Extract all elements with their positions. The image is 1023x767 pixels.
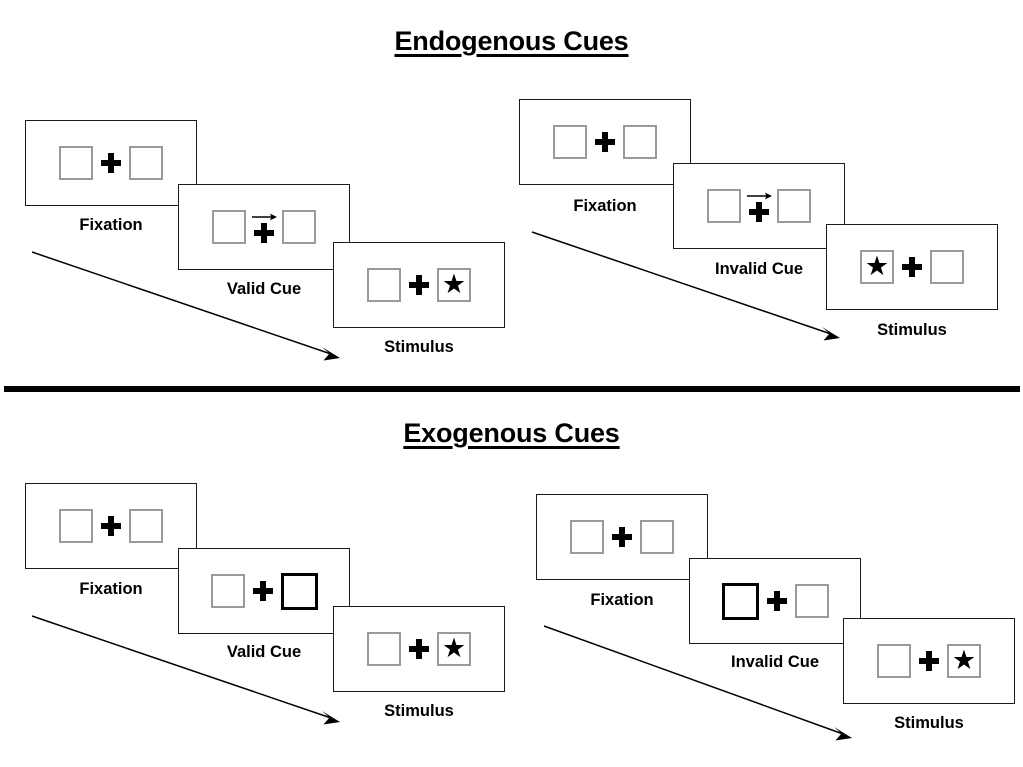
panel-endo-invalid-cue [673,163,845,249]
panel-endo-invalid-fixation [519,99,691,185]
time-arrow-exogenous-valid [31,615,340,725]
panel-exo-valid-stimulus: ★ [333,606,505,692]
centre-stack [911,651,947,671]
panel-endo-valid-cue [178,184,350,270]
star-stimulus-icon: ★ [951,644,977,675]
time-arrow-exogenous-invalid [543,625,852,741]
caption-endo-invalid-stimulus: Stimulus [877,321,947,339]
panel-endo-invalid-stimulus: ★ [826,224,998,310]
star-stimulus-icon: ★ [441,268,467,299]
caption-endo-valid-cue: Valid Cue [226,280,302,298]
centre-stack [604,527,640,547]
panel-inner: ★ [844,619,1014,703]
panel-inner [179,549,349,633]
caption-exo-valid-fixation: Fixation [79,580,143,598]
fixation-cross-icon [767,591,787,611]
panel-inner: ★ [334,243,504,327]
panel-inner [26,121,196,205]
fixation-cross-icon [919,651,939,671]
placeholder-box-right [129,146,163,180]
cue-arrow-right-icon [252,213,277,220]
panel-exo-invalid-stimulus: ★ [843,618,1015,704]
placeholder-box-right [129,509,163,543]
fixation-cross-icon [749,202,769,222]
placeholder-box-left [877,644,911,678]
centre-stack [401,275,437,295]
centre-stack [759,591,795,611]
cue-arrow-right-icon [747,192,772,199]
placeholder-box-left [59,509,93,543]
placeholder-box-right [777,189,811,223]
time-arrow-endogenous-invalid [531,231,840,341]
placeholder-box-right-cued [280,572,318,610]
fixation-cross-icon [101,516,121,536]
placeholder-box-left: ★ [860,250,894,284]
centre-stack [93,516,129,536]
section-title-exogenous: Exogenous Cues [403,418,620,448]
centre-stack [401,639,437,659]
caption-exo-invalid-stimulus: Stimulus [894,714,964,732]
panel-endo-valid-fixation [25,120,197,206]
panel-inner [179,185,349,269]
panel-inner: ★ [827,225,997,309]
panel-inner [26,484,196,568]
fixation-cross-icon [595,132,615,152]
caption-endo-valid-stimulus: Stimulus [384,338,454,356]
star-stimulus-icon: ★ [864,250,890,281]
panel-inner [674,164,844,248]
fixation-cross-icon [409,275,429,295]
placeholder-box-left [707,189,741,223]
panel-inner [690,559,860,643]
caption-endo-valid-fixation: Fixation [79,216,143,234]
caption-endo-invalid-cue: Invalid Cue [714,260,804,278]
centre-stack [894,257,930,277]
section-title-endogenous: Endogenous Cues [394,26,629,56]
centre-stack [587,132,623,152]
placeholder-box-right [930,250,964,284]
caption-endo-invalid-fixation: Fixation [573,197,637,215]
caption-exo-valid-cue: Valid Cue [226,643,302,661]
panel-endo-valid-stimulus: ★ [333,242,505,328]
centre-stack [246,212,282,243]
placeholder-box-left [212,210,246,244]
placeholder-box-right [794,584,829,618]
caption-exo-invalid-cue: Invalid Cue [730,653,820,671]
placeholder-box-right: ★ [947,644,981,678]
panel-inner [537,495,707,579]
placeholder-box-left [367,268,401,302]
placeholder-box-left-cued [721,582,759,620]
star-stimulus-icon: ★ [441,632,467,663]
placeholder-box-right [282,210,316,244]
placeholder-box-left [59,146,93,180]
placeholder-box-left [367,632,401,666]
placeholder-box-left [553,125,587,159]
caption-exo-valid-stimulus: Stimulus [384,702,454,720]
panel-exo-valid-cue [178,548,350,634]
placeholder-box-right [640,520,674,554]
panel-inner [520,100,690,184]
fixation-cross-icon [101,153,121,173]
panel-exo-valid-fixation [25,483,197,569]
section-divider [4,386,1020,392]
panel-exo-invalid-cue [689,558,861,644]
placeholder-box-right: ★ [437,268,471,302]
centre-stack [741,191,777,222]
placeholder-box-right: ★ [437,632,471,666]
panel-exo-invalid-fixation [536,494,708,580]
centre-stack [245,581,281,601]
fixation-cross-icon [254,223,274,243]
time-arrow-endogenous-valid [31,251,340,361]
placeholder-box-left [210,574,245,608]
panel-inner: ★ [334,607,504,691]
fixation-cross-icon [253,581,273,601]
fixation-cross-icon [612,527,632,547]
placeholder-box-right [623,125,657,159]
placeholder-box-left [570,520,604,554]
fixation-cross-icon [409,639,429,659]
caption-exo-invalid-fixation: Fixation [590,591,654,609]
fixation-cross-icon [902,257,922,277]
centre-stack [93,153,129,173]
